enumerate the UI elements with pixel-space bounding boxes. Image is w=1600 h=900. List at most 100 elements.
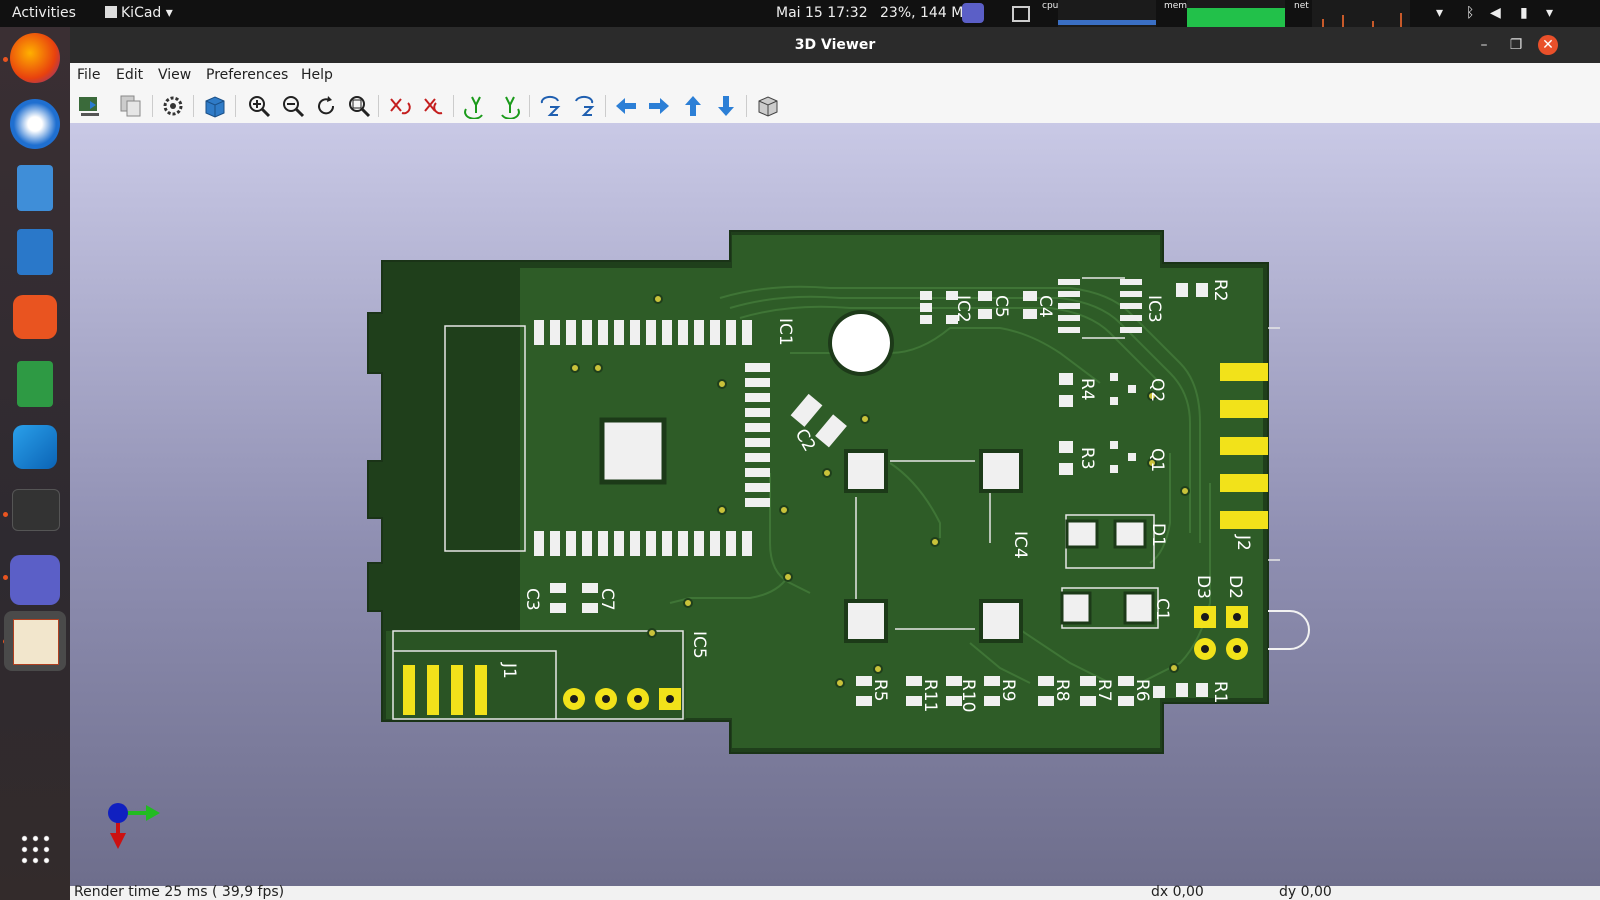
app-menu-button[interactable]: KiCad ▾: [105, 5, 173, 21]
pcb-3d-render[interactable]: IC1 IC2 IC3 IC4 IC5 C1 C2 C3 C4 C5 C7 R1…: [70, 123, 1600, 886]
smd-pads: [550, 279, 1208, 706]
menu-help[interactable]: Help: [301, 67, 333, 83]
label-ic3: IC3: [1144, 295, 1164, 323]
menu-preferences[interactable]: Preferences: [206, 67, 289, 83]
menu-view[interactable]: View: [158, 67, 192, 83]
silkscreen: [392, 277, 1280, 720]
3d-viewport[interactable]: IC1 IC2 IC3 IC4 IC5 C1 C2 C3 C4 C5 C7 R1…: [70, 123, 1600, 886]
move-left-icon[interactable]: [613, 93, 639, 119]
kicad-icon: [13, 619, 59, 665]
separator: [193, 95, 194, 117]
kicad-app-icon: [105, 6, 117, 18]
menu-bar: File Edit View Preferences Help: [70, 63, 1600, 89]
chevron-down-icon: ▾: [165, 5, 173, 21]
rotate-z-cw-icon[interactable]: [538, 93, 564, 119]
menu-edit[interactable]: Edit: [116, 67, 144, 83]
dock: [0, 27, 70, 900]
menu-file[interactable]: File: [77, 67, 101, 83]
rotate-y-ccw-icon[interactable]: [496, 93, 522, 119]
zoom-in-icon[interactable]: [246, 93, 272, 119]
cpu-graph: [1058, 0, 1156, 27]
separator: [152, 95, 153, 117]
raytracing-cube-icon[interactable]: [202, 93, 228, 119]
label-ic1: IC1: [775, 318, 795, 346]
close-icon[interactable]: ✕: [1538, 35, 1558, 55]
files-icon[interactable]: [17, 165, 53, 211]
activities-button[interactable]: Activities: [12, 5, 76, 21]
window-title: 3D Viewer: [794, 37, 876, 53]
3d-viewer-window: 3D Viewer – ❐ ✕ File Edit View Preferenc…: [70, 27, 1600, 900]
reload-board-icon[interactable]: [76, 93, 102, 119]
label-c5: C5: [991, 295, 1011, 318]
render-time: Render time 25 ms ( 39,9 fps): [74, 884, 285, 900]
volume-icon[interactable]: ◀: [1490, 5, 1501, 21]
cpu-label: cpu: [1042, 1, 1059, 11]
toolbar: [70, 89, 1600, 124]
rotate-z-ccw-icon[interactable]: [572, 93, 598, 119]
separator: [235, 95, 236, 117]
label-r9: R9: [998, 679, 1018, 702]
ic1-pads: [534, 320, 770, 556]
label-d2: D2: [1225, 575, 1245, 599]
rotate-x-cw-icon[interactable]: [386, 93, 412, 119]
label-r3: R3: [1077, 447, 1097, 470]
zoom-fit-icon[interactable]: [346, 93, 372, 119]
bluetooth-icon[interactable]: ᛒ: [1466, 5, 1475, 21]
label-r1: R1: [1210, 681, 1230, 704]
mem-graph: [1187, 0, 1285, 27]
zoom-out-icon[interactable]: [280, 93, 306, 119]
move-down-icon[interactable]: [713, 93, 739, 119]
vscode-icon[interactable]: [13, 425, 57, 469]
label-ic4: IC4: [1010, 531, 1030, 559]
clock[interactable]: Mai 15 17:32: [776, 5, 868, 21]
status-bar: Render time 25 ms ( 39,9 fps) dx 0,00 dy…: [70, 884, 1600, 900]
through-hole-pads: [563, 606, 1310, 710]
separator: [746, 95, 747, 117]
running-indicator: [3, 575, 8, 580]
move-up-icon[interactable]: [680, 93, 706, 119]
firefox-icon[interactable]: [10, 33, 60, 83]
calc-icon[interactable]: [17, 361, 53, 407]
label-d1: D1: [1148, 523, 1168, 547]
label-j2: J2: [1233, 534, 1253, 551]
kicad-dock-highlight[interactable]: [4, 611, 66, 671]
copy-image-icon[interactable]: [118, 93, 144, 119]
window-titlebar: 3D Viewer – ❐ ✕: [70, 27, 1600, 63]
move-right-icon[interactable]: [646, 93, 672, 119]
net-label: net: [1294, 1, 1309, 11]
label-q2: Q2: [1147, 378, 1167, 402]
orthographic-cube-icon[interactable]: [755, 93, 781, 119]
terminal-icon[interactable]: [12, 489, 60, 531]
maximize-icon[interactable]: ❐: [1509, 37, 1523, 53]
separator: [378, 95, 379, 117]
battery-icon[interactable]: ▮: [1520, 5, 1528, 21]
app-center-icon[interactable]: [13, 295, 57, 339]
label-r7: R7: [1094, 679, 1114, 702]
label-c4: C4: [1035, 295, 1055, 318]
show-apps-icon[interactable]: [19, 833, 51, 865]
separator: [453, 95, 454, 117]
running-indicator: [3, 57, 8, 62]
label-c3: C3: [522, 588, 542, 611]
separator: [529, 95, 530, 117]
label-j1: J1: [499, 662, 519, 679]
teams-icon[interactable]: [10, 555, 60, 605]
rotate-y-cw-icon[interactable]: [462, 93, 488, 119]
separator: [605, 95, 606, 117]
app-name: KiCad: [121, 5, 162, 21]
teams-tray-icon[interactable]: [962, 3, 984, 23]
system-top-bar: Activities KiCad ▾ Mai 15 17:32 23%, 144…: [0, 0, 1600, 27]
system-menu-icon[interactable]: ▾: [1546, 5, 1554, 21]
thunderbird-icon[interactable]: [10, 99, 60, 149]
monitor-tray-icon[interactable]: [1012, 6, 1030, 22]
label-q1: Q1: [1147, 448, 1167, 472]
wifi-icon[interactable]: ▾: [1436, 5, 1444, 21]
writer-icon[interactable]: [17, 229, 53, 275]
rotate-x-ccw-icon[interactable]: [420, 93, 446, 119]
net-speed-indicator[interactable]: 23%, 144 Mb/s: [880, 5, 985, 21]
net-graph: [1312, 0, 1410, 27]
settings-gear-icon[interactable]: [160, 93, 186, 119]
label-ic2: IC2: [953, 295, 973, 323]
refresh-icon[interactable]: [313, 93, 339, 119]
minimize-icon[interactable]: –: [1480, 37, 1488, 53]
